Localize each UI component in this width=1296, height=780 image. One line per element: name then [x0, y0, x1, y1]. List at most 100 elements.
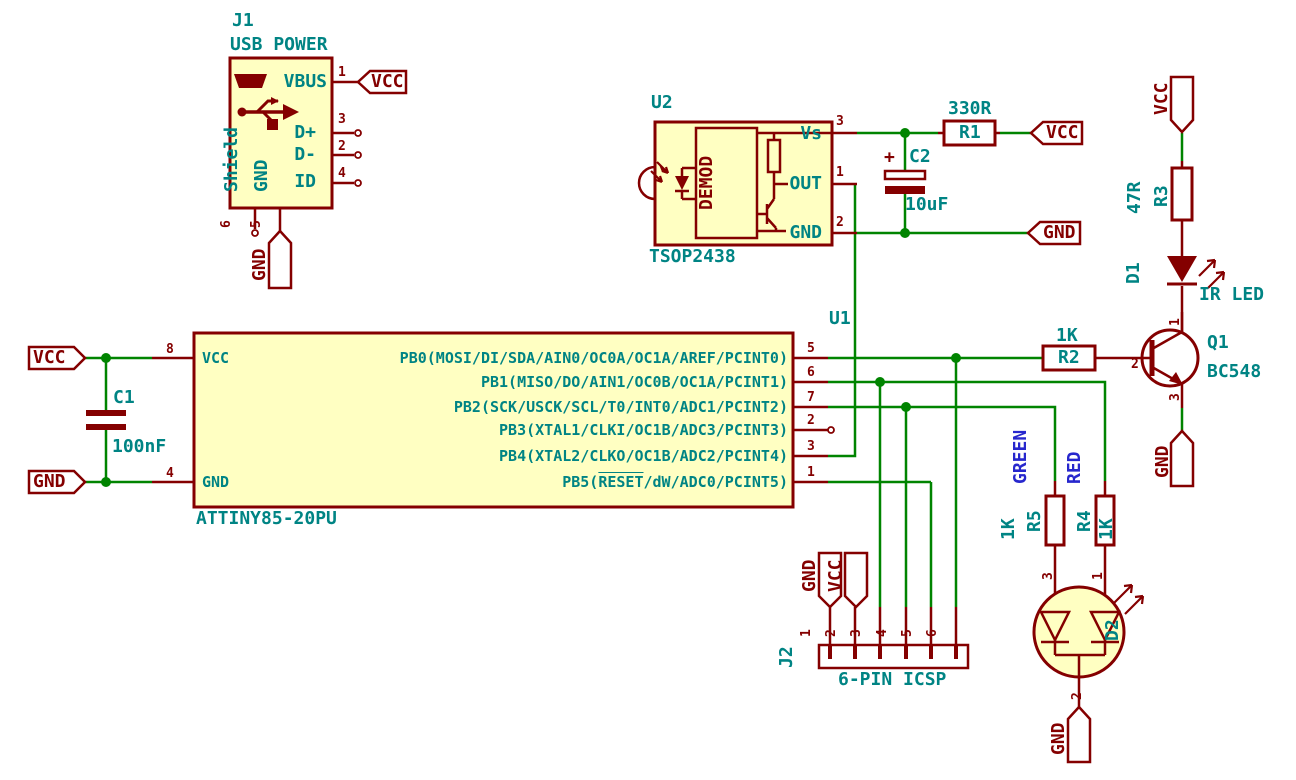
led-emit-arrows — [1113, 583, 1145, 615]
vcc-flag-j2-label: VCC — [825, 559, 846, 592]
j1-pin-name-gnd: GND — [251, 159, 272, 192]
r2-value: 1K — [1056, 325, 1078, 346]
d2-ref: D2 — [1102, 619, 1123, 641]
u1-pin-name-vcc: VCC — [202, 349, 230, 367]
q1-pin-number-emitter: 3 — [1168, 393, 1183, 401]
u1-symbol[interactable] — [152, 331, 835, 509]
u1-pin-number-5: 5 — [807, 341, 815, 356]
u2-pin-name-gnd: GND — [789, 222, 822, 243]
r1-value: 330R — [948, 98, 992, 119]
r4-symbol[interactable] — [1094, 481, 1116, 612]
vcc-flag-r3-label: VCC — [1151, 82, 1172, 115]
r2-ref: R2 — [1058, 347, 1080, 368]
gnd-flag-j2[interactable] — [817, 551, 843, 609]
u1-value: ATTINY85-20PU — [196, 508, 337, 529]
r4-value: 1K — [1096, 518, 1117, 540]
u1-pin-number-8: 8 — [166, 342, 174, 357]
r4-ref: R4 — [1074, 510, 1095, 532]
j2-pin-number-5: 5 — [900, 629, 915, 637]
j1-pin-name-id: ID — [294, 171, 316, 192]
j1-ref: J1 — [232, 10, 254, 31]
d2-symbol[interactable] — [1032, 583, 1145, 707]
u1-pin-name-pb5: PB5(RESET/dW/ADC0/PCINT5) — [562, 473, 788, 491]
c2-ref: C2 — [909, 146, 931, 167]
j1-pin-number-2: 2 — [338, 139, 346, 154]
r5-ref: R5 — [1024, 510, 1045, 532]
j1-pin-number-4: 4 — [338, 166, 346, 181]
q1-symbol[interactable] — [1095, 312, 1200, 408]
j2-pin-number-3: 3 — [849, 629, 864, 637]
j2-symbol[interactable] — [817, 607, 970, 670]
j2-pin-number-6: 6 — [925, 629, 940, 637]
gnd-flag-q1[interactable] — [1169, 429, 1195, 488]
gnd-flag-j1-label: GND — [249, 248, 270, 281]
gnd-flag-left-label: GND — [33, 471, 66, 492]
u2-demod-label: DEMOD — [696, 155, 717, 210]
c2-symbol[interactable] — [883, 169, 927, 194]
j1-pin-name-vbus: VBUS — [283, 71, 327, 92]
gnd-flag-j1[interactable] — [267, 229, 293, 290]
u1-pin-name-pb2: PB2(SCK/USCK/SCL/T0/INT0/ADC1/PCINT2) — [453, 398, 788, 416]
c1-ref: C1 — [113, 387, 135, 408]
vcc-flag-r1[interactable] — [1029, 120, 1084, 146]
r3-ref: R3 — [1151, 185, 1172, 207]
ir-receive-arrows — [650, 161, 670, 184]
c1-value: 100nF — [112, 436, 167, 457]
j2-pin-number-2: 2 — [824, 629, 839, 637]
c1-symbol[interactable] — [86, 410, 126, 430]
usb-plug-icon — [234, 74, 267, 88]
u1-pin-name-pb3: PB3(XTAL1/CLKI/OC1B/ADC3/PCINT3) — [499, 421, 788, 439]
net-label-red[interactable]: RED — [1064, 451, 1085, 484]
usb-trident-icon — [237, 97, 299, 130]
u1-pin-number-1: 1 — [807, 465, 815, 480]
vcc-flag-j1[interactable] — [356, 69, 408, 95]
q1-pin-number-base: 2 — [1131, 357, 1139, 372]
vcc-flag-left-label: VCC — [33, 347, 66, 368]
power-flags — [27, 69, 1195, 764]
u1-pin-name-pb4: PB4(XTAL2/CLKO/OC1B/ADC2/PCINT4) — [499, 447, 788, 465]
j1-pin-name-shield: Shield — [221, 126, 242, 192]
led-emit-arrows — [1198, 258, 1226, 289]
d1-value: IR LED — [1199, 284, 1265, 305]
vcc-flag-r3[interactable] — [1169, 75, 1195, 134]
u2-pin-name-out: OUT — [789, 173, 822, 194]
vcc-flag-j2[interactable] — [843, 551, 869, 609]
j1-symbol[interactable] — [228, 56, 362, 237]
j1-pin-number-3: 3 — [338, 112, 346, 127]
j2-value: 6-PIN ICSP — [838, 669, 947, 690]
gnd-flag-j2-label: GND — [799, 559, 820, 592]
r1-ref: R1 — [959, 122, 981, 143]
u1-pin-number-7: 7 — [807, 390, 815, 405]
u2-ref: U2 — [651, 92, 673, 113]
vcc-flag-j1-label: VCC — [371, 71, 404, 92]
gnd-flag-u2[interactable] — [1026, 220, 1082, 246]
vcc-flag-r1-label: VCC — [1046, 122, 1079, 143]
r1-symbol[interactable] — [938, 119, 1000, 147]
u1-pin-name-gnd: GND — [202, 473, 230, 491]
gnd-flag-d2[interactable] — [1066, 705, 1092, 764]
net-label-green[interactable]: GREEN — [1010, 429, 1031, 484]
wires — [85, 131, 1184, 607]
j1-pin-number-1: 1 — [338, 65, 346, 80]
gnd-flag-left[interactable] — [27, 469, 87, 495]
u2-symbol[interactable] — [637, 120, 857, 247]
d2-pin-number-1: 1 — [1091, 572, 1106, 580]
gnd-flag-d2-label: GND — [1048, 722, 1069, 755]
j1-pin-number-6: 6 — [219, 220, 234, 228]
junction-dots — [101, 128, 961, 487]
q1-ref: Q1 — [1207, 332, 1229, 353]
u2-pin-number-3: 3 — [836, 114, 844, 129]
u2-pin-name-vs: Vs — [800, 123, 822, 144]
unconnected-pin-circles — [251, 129, 362, 237]
u1-pin-name-pb0: PB0(MOSI/DI/SDA/AIN0/OC0A/OC1A/AREF/PCIN… — [399, 349, 788, 367]
j1-value: USB POWER — [230, 34, 328, 55]
vcc-flag-left[interactable] — [27, 345, 87, 371]
j2-ref: J2 — [776, 646, 797, 668]
u2-value: TSOP2438 — [649, 246, 736, 267]
r3-symbol[interactable] — [1170, 161, 1194, 256]
u1-pin-number-4: 4 — [166, 466, 174, 481]
u1-pin-name-pb1: PB1(MISO/DO/AIN1/OC0B/OC1A/PCINT1) — [480, 373, 788, 391]
d2-pin-number-2: 2 — [1070, 692, 1085, 700]
